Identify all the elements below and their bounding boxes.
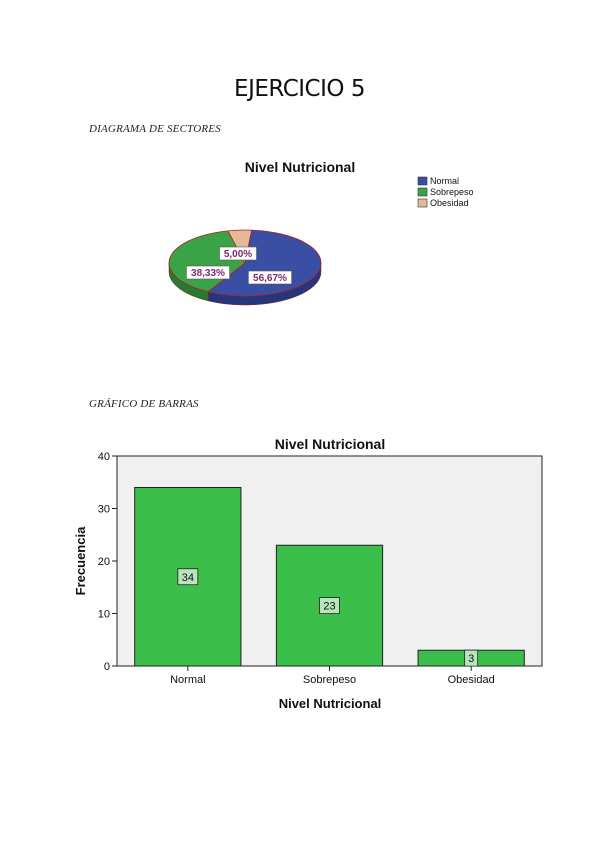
bar-chart-title: Nivel Nutricional [275, 436, 385, 452]
x-tick-label: Obesidad [448, 674, 495, 686]
pie-label-box-sobrepeso [186, 265, 230, 280]
bar-chart: Nivel Nutricional 0 10 20 30 40 34 23 3 Normal… [73, 436, 543, 711]
legend-swatch-sobrepeso [417, 187, 428, 197]
pie-slice-normal [207, 229, 322, 297]
y-tick-label: 30 [98, 504, 110, 516]
y-axis-label: Frecuencia [73, 526, 88, 595]
x-tick-label: Normal [170, 674, 205, 686]
legend-swatch-obesidad [417, 198, 428, 208]
bar-data-label-box [177, 568, 199, 586]
pie-label-normal: 56,67% [253, 273, 287, 284]
legend-label-obesidad: Obesidad [430, 198, 469, 208]
y-axis: 0 10 20 30 40 [98, 451, 117, 673]
bar-section-label: GRÁFICO DE BARRAS [89, 398, 199, 410]
bar-data-label: 3 [468, 653, 474, 665]
x-axis-label: Nivel Nutricional [279, 696, 382, 711]
legend-label-normal: Normal [430, 176, 459, 186]
pie-labels: 56,67% 38,33% 5,00% [186, 246, 292, 285]
pie-chart-title: Nivel Nutricional [245, 159, 355, 175]
pie-chart: Nivel Nutricional NormalSobrepesoObesida… [168, 159, 474, 306]
pie-section-label: DIAGRAMA DE SECTORES [89, 123, 221, 135]
pie-label-obesidad: 5,00% [224, 249, 252, 260]
pie-label-box-normal [248, 270, 292, 285]
page-title: EJERCICIO 5 [234, 76, 365, 102]
bar-data-label-box [319, 597, 340, 615]
legend-label-sobrepeso: Sobrepeso [430, 187, 474, 197]
y-tick-label: 40 [98, 451, 110, 463]
x-axis: Normal Sobrepeso Obesidad [170, 666, 495, 686]
legend-swatch-normal [417, 176, 428, 186]
bars: 34 23 3 [134, 487, 525, 667]
x-tick-label: Sobrepeso [303, 674, 356, 686]
y-tick-label: 10 [98, 609, 110, 621]
pie-label-sobrepeso: 38,33% [191, 268, 225, 279]
y-tick-label: 0 [104, 661, 110, 673]
bar-data-label: 34 [182, 572, 194, 584]
y-tick-label: 20 [98, 556, 110, 568]
bar-data-label: 23 [323, 601, 335, 613]
pie-label-box-obesidad [219, 246, 257, 261]
